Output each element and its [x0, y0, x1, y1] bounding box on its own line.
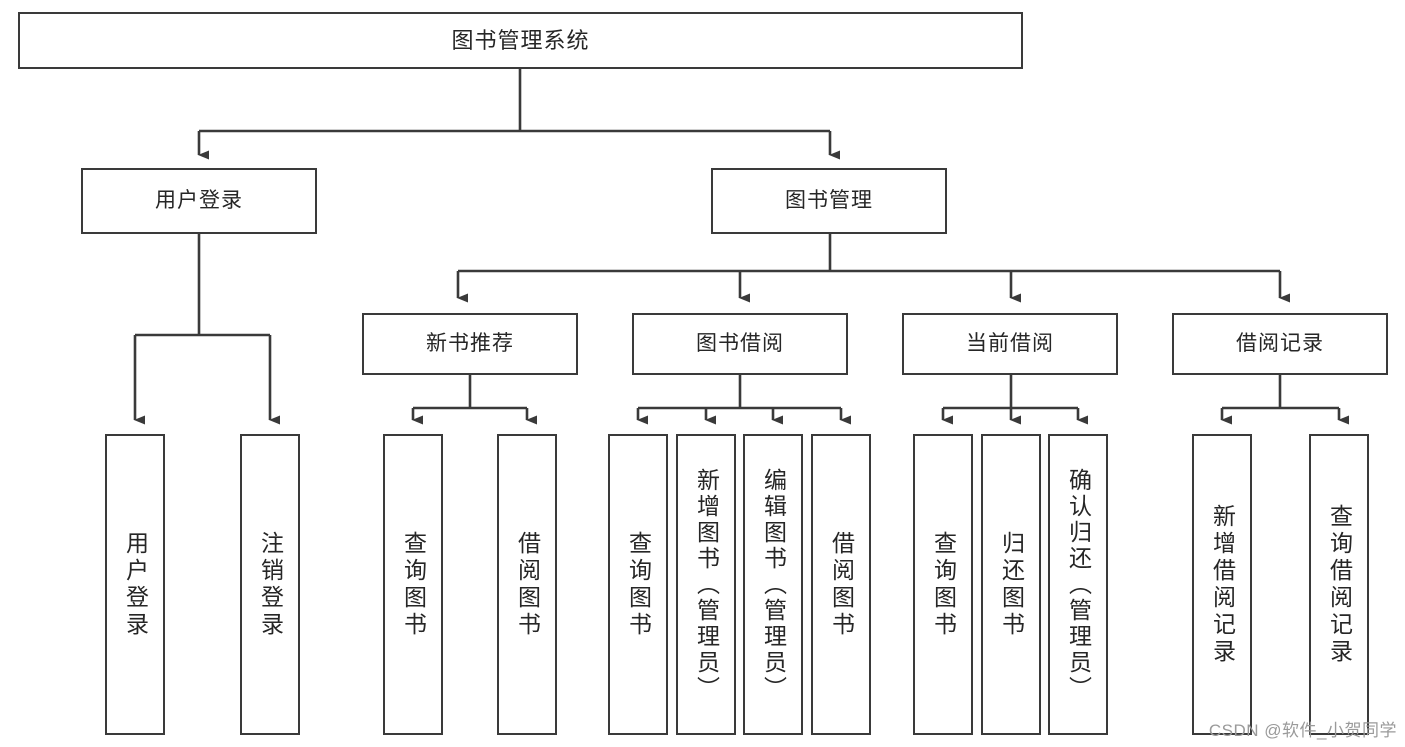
leaf-current-confirm-return-admin[interactable]: 确认归还（管理员）: [1048, 434, 1108, 735]
leaf-user-login-login[interactable]: 用户登录: [105, 434, 165, 735]
leaf-label: 新增图书（管理员）: [693, 467, 720, 702]
node-label: 用户登录: [155, 188, 243, 212]
node-label: 图书管理: [785, 188, 873, 212]
leaf-borrow-edit-book-admin[interactable]: 编辑图书（管理员）: [743, 434, 803, 735]
leaf-borrow-query-book[interactable]: 查询图书: [608, 434, 668, 735]
node-root-system[interactable]: 图书管理系统: [18, 12, 1023, 69]
node-label: 借阅记录: [1236, 331, 1324, 355]
node-borrow-record[interactable]: 借阅记录: [1172, 313, 1388, 375]
leaf-recommend-query-book[interactable]: 查询图书: [383, 434, 443, 735]
leaf-label: 归还图书: [998, 530, 1025, 639]
node-user-login[interactable]: 用户登录: [81, 168, 317, 234]
node-book-management[interactable]: 图书管理: [711, 168, 947, 234]
leaf-recommend-borrow-book[interactable]: 借阅图书: [497, 434, 557, 735]
leaf-current-return-book[interactable]: 归还图书: [981, 434, 1041, 735]
node-book-borrow[interactable]: 图书借阅: [632, 313, 848, 375]
node-label: 图书管理系统: [451, 27, 590, 53]
leaf-user-login-logout[interactable]: 注销登录: [240, 434, 300, 735]
leaf-borrow-add-book-admin[interactable]: 新增图书（管理员）: [676, 434, 736, 735]
node-label: 图书借阅: [696, 331, 784, 355]
leaf-label: 借阅图书: [514, 530, 541, 639]
leaf-label: 查询图书: [625, 530, 652, 639]
leaf-label: 新增借阅记录: [1209, 503, 1236, 666]
leaf-borrow-borrow-book[interactable]: 借阅图书: [811, 434, 871, 735]
node-current-borrow[interactable]: 当前借阅: [902, 313, 1118, 375]
leaf-label: 确认归还（管理员）: [1065, 467, 1092, 702]
leaf-record-query-record[interactable]: 查询借阅记录: [1309, 434, 1369, 735]
node-new-book-recommend[interactable]: 新书推荐: [362, 313, 578, 375]
leaf-current-query-book[interactable]: 查询图书: [913, 434, 973, 735]
node-label: 当前借阅: [966, 331, 1054, 355]
leaf-label: 查询图书: [930, 530, 957, 639]
watermark-text: CSDN @软件_小贺同学: [1208, 721, 1397, 740]
leaf-label: 借阅图书: [828, 530, 855, 639]
node-label: 新书推荐: [426, 331, 514, 355]
leaf-label: 用户登录: [122, 530, 149, 639]
leaf-record-add-record[interactable]: 新增借阅记录: [1192, 434, 1252, 735]
leaf-label: 编辑图书（管理员）: [760, 467, 787, 702]
leaf-label: 查询图书: [400, 530, 427, 639]
leaf-label: 注销登录: [257, 530, 284, 639]
leaf-label: 查询借阅记录: [1326, 503, 1353, 666]
